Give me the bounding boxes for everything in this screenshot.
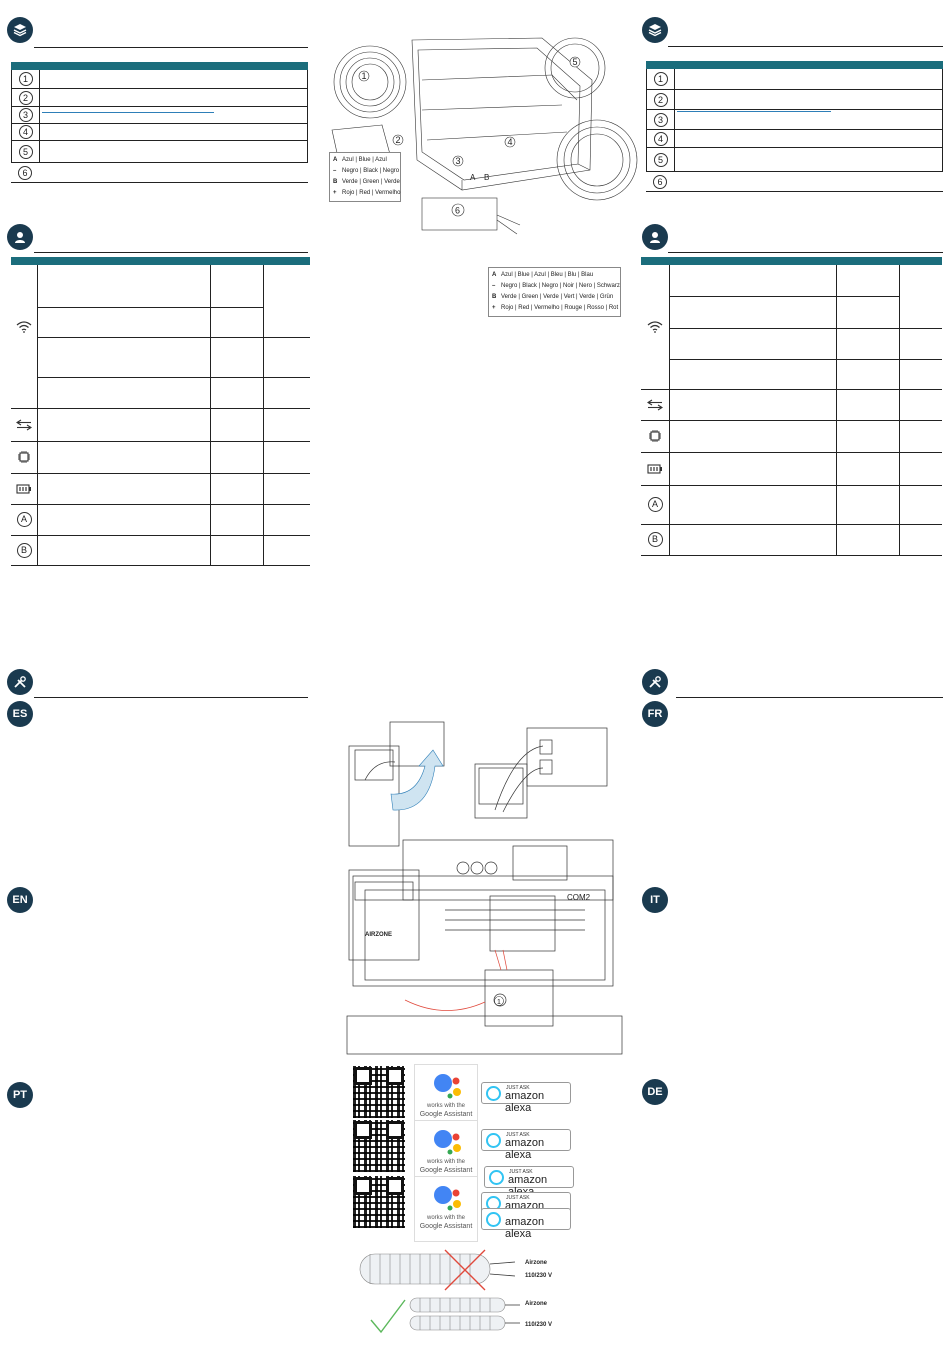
table-row: 2 bbox=[646, 90, 943, 110]
table-row: 1 bbox=[646, 69, 943, 90]
amazon-alexa-badge: amazon alexa bbox=[481, 1208, 571, 1240]
table-row: 4 bbox=[11, 124, 308, 141]
spec-table: A B bbox=[641, 257, 942, 556]
cable-routing-diagram bbox=[359, 1249, 520, 1334]
part-number-1: 1 bbox=[653, 72, 668, 86]
svg-text:3: 3 bbox=[456, 156, 461, 166]
terminal-b-icon: B bbox=[11, 535, 37, 565]
alexa-ring-icon bbox=[489, 1170, 504, 1185]
svg-text:A: A bbox=[470, 173, 476, 182]
battery-icon bbox=[11, 473, 37, 504]
svg-text:4: 4 bbox=[508, 137, 513, 147]
check-icon bbox=[370, 1299, 406, 1334]
google-assistant-badge: works with the Google Assistant bbox=[414, 1120, 478, 1180]
svg-text:B: B bbox=[484, 173, 489, 182]
layers-icon bbox=[7, 17, 33, 43]
table-row: 6 bbox=[646, 172, 943, 192]
installation-wiring-diagram: COM2 AIRZONE 1 bbox=[346, 721, 623, 1055]
layers-icon bbox=[642, 17, 668, 43]
tools-icon bbox=[7, 669, 33, 695]
part-number-1: 1 bbox=[18, 72, 33, 86]
qr-code bbox=[353, 1120, 405, 1172]
table-row: 6 bbox=[11, 163, 308, 183]
amazon-alexa-badge: JUST ASK amazon alexa bbox=[481, 1129, 571, 1161]
part-number-6: 6 bbox=[18, 165, 32, 180]
part-number-2: 2 bbox=[18, 90, 33, 105]
battery-icon bbox=[641, 452, 669, 485]
part-number-5: 5 bbox=[18, 144, 33, 159]
transfer-arrows-icon bbox=[11, 409, 37, 441]
svg-text:6: 6 bbox=[455, 206, 460, 216]
qr-code bbox=[353, 1176, 405, 1228]
wifi-icon bbox=[11, 297, 37, 357]
table-row: 4 bbox=[646, 130, 943, 148]
svg-text:AIRZONE: AIRZONE bbox=[365, 932, 392, 938]
part-number-3: 3 bbox=[18, 108, 33, 122]
chip-icon bbox=[11, 441, 37, 473]
section-rule bbox=[34, 697, 308, 698]
cable-label-voltage: 110/230 V bbox=[525, 1273, 553, 1279]
technician-icon bbox=[7, 224, 33, 250]
svg-text:1: 1 bbox=[497, 999, 501, 1006]
transfer-arrows-icon bbox=[641, 390, 669, 420]
terminal-a-icon: A bbox=[11, 504, 37, 535]
spec-table: A B bbox=[11, 257, 310, 566]
lang-badge-en: EN bbox=[7, 887, 33, 913]
lang-badge-de: DE bbox=[642, 1079, 668, 1105]
alexa-ring-icon bbox=[486, 1133, 501, 1148]
lang-badge-fr: FR bbox=[642, 701, 668, 727]
cable-label-airzone: Airzone bbox=[525, 1260, 548, 1266]
alexa-ring-icon bbox=[486, 1212, 501, 1227]
amazon-alexa-badge: JUST ASK amazon alexa bbox=[484, 1166, 574, 1198]
section-rule bbox=[676, 697, 943, 698]
part-number-5: 5 bbox=[653, 152, 668, 167]
lang-badge-es: ES bbox=[7, 701, 33, 727]
section-rule bbox=[668, 252, 943, 253]
table-header-bar bbox=[11, 62, 308, 70]
table-row: 5 bbox=[646, 148, 943, 172]
lang-badge-pt: PT bbox=[7, 1082, 33, 1108]
chip-icon bbox=[641, 420, 669, 452]
table-row: 2 bbox=[11, 89, 308, 107]
svg-text:2: 2 bbox=[396, 135, 401, 145]
table-header-bar bbox=[646, 61, 943, 69]
cable-label-voltage: 110/230 V bbox=[525, 1322, 553, 1328]
section-rule bbox=[34, 47, 308, 48]
part-number-2: 2 bbox=[653, 92, 668, 107]
cable-label-airzone: Airzone bbox=[525, 1301, 548, 1307]
google-assistant-badge: works with the Google Assistant bbox=[414, 1176, 478, 1242]
google-assistant-badge: works with the Google Assistant bbox=[414, 1064, 478, 1124]
cross-icon bbox=[444, 1249, 486, 1291]
part-number-3: 3 bbox=[653, 112, 668, 127]
section-rule bbox=[668, 46, 943, 47]
part-number-4: 4 bbox=[653, 131, 668, 146]
table-row: 3 bbox=[646, 110, 943, 130]
technician-icon bbox=[642, 224, 668, 250]
amazon-alexa-badge: JUST ASK amazon alexa bbox=[481, 1082, 571, 1114]
table-row: 3 bbox=[11, 107, 308, 124]
wifi-icon bbox=[641, 297, 669, 357]
terminal-a-icon: A bbox=[641, 485, 669, 524]
alexa-ring-icon bbox=[486, 1086, 501, 1101]
terminal-b-icon: B bbox=[641, 524, 669, 555]
lang-badge-it: IT bbox=[642, 887, 668, 913]
product-exploded-diagram: 1 2 3 4 5 6 A B bbox=[331, 37, 638, 235]
qr-code bbox=[353, 1066, 405, 1118]
svg-text:1: 1 bbox=[362, 71, 367, 81]
section-rule bbox=[34, 252, 308, 253]
part-number-4: 4 bbox=[18, 125, 33, 139]
table-row: 5 bbox=[11, 141, 308, 163]
tools-icon bbox=[642, 669, 668, 695]
svg-text:5: 5 bbox=[573, 57, 578, 67]
part-number-6: 6 bbox=[653, 174, 667, 189]
svg-text:COM2: COM2 bbox=[567, 893, 591, 902]
table-row: 1 bbox=[11, 70, 308, 89]
